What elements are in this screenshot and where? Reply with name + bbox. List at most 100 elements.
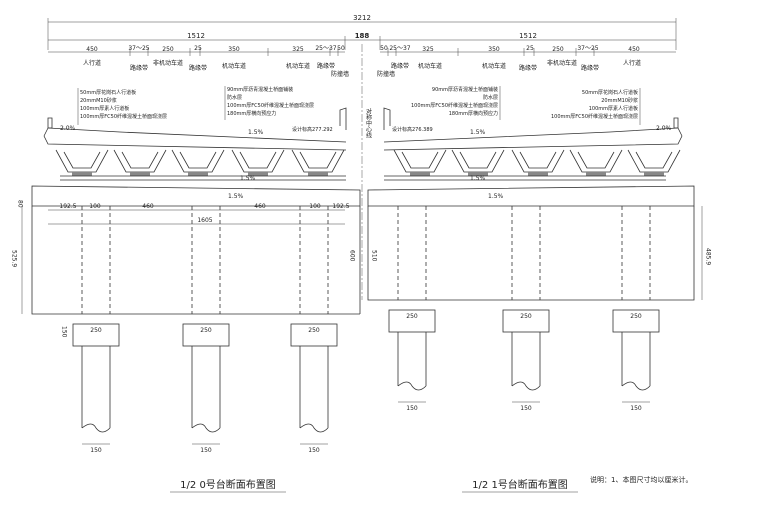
- slope-right-walk: 2.0%: [656, 125, 672, 132]
- pile-cap-width: 250: [406, 313, 418, 320]
- dim-right-seg-2: 25～37: [389, 45, 410, 52]
- center-height: 600: [349, 250, 356, 262]
- title-right: 1/2 1号台断面布置图: [472, 478, 568, 491]
- right-abut-height: 510: [371, 250, 378, 262]
- pile-cap-width: 250: [200, 327, 212, 334]
- lane-right-1: 防撞墙: [377, 70, 395, 78]
- dim-left-seg-6: 325: [292, 46, 304, 53]
- bearing-pad: [468, 172, 488, 176]
- title-left: 1/2 0号台断面布置图: [180, 478, 276, 491]
- pile-cap-width: 250: [90, 327, 102, 334]
- pile-cap: [72, 323, 120, 347]
- pile-cap: [612, 309, 660, 333]
- pile-diameter: 150: [406, 405, 418, 412]
- dim-right-seg-5: 25: [526, 45, 534, 52]
- lane-right-7: 路缘带: [581, 64, 599, 72]
- pile-diameter: 150: [90, 447, 102, 454]
- left-note-b-3: 100mm厚FC50纤维混凝土桥面现浇层: [227, 102, 314, 109]
- dim-right-seg-6: 250: [552, 46, 564, 53]
- general-note: 说明：1、本图尺寸均以厘米计。: [590, 475, 692, 484]
- cap-dim-2: 100: [89, 203, 101, 210]
- box-girder: [113, 149, 167, 173]
- pile-diameter: 150: [200, 447, 212, 454]
- pile-cap: [502, 309, 550, 333]
- dim-left-seg-8: 50: [337, 45, 345, 52]
- lane-right-3: 机动车道: [418, 62, 442, 70]
- pile-diameter: 150: [520, 405, 532, 412]
- slope-cap-left: 1.5%: [228, 193, 244, 200]
- bearing-line: 1.5% 1.5%: [60, 175, 666, 182]
- right-note-b-3: 100mm厚素人行道板: [589, 105, 638, 112]
- pile-diameter: 150: [308, 447, 320, 454]
- dim-half-right: 1512: [519, 32, 537, 40]
- box-girder: [393, 149, 447, 173]
- left-note-b-1: 90mm厚沥青混凝土桥面铺装: [227, 86, 293, 93]
- right-note-b-4: 100mm厚FC50纤维混凝土桥面现浇层: [551, 113, 638, 120]
- right-note-a-3: 100mm厚FC50纤维混凝土桥面现浇层: [411, 102, 498, 109]
- bearing-pad: [308, 172, 328, 176]
- box-girder: [451, 149, 505, 173]
- dim-right-seg-4: 350: [488, 46, 500, 53]
- box-girder: [511, 149, 565, 173]
- right-abutment: 1.5% 510 485.9: [367, 185, 712, 301]
- lane-left-2: 路缘带: [130, 64, 148, 72]
- lane-left-4: 路缘带: [189, 64, 207, 72]
- pile-shaft: [81, 346, 111, 433]
- lane-right-5: 路缘带: [519, 64, 537, 72]
- cap-dim-4: 460: [254, 203, 266, 210]
- pile-shaft: [621, 332, 651, 391]
- centerline-label: 对称中心线: [365, 107, 372, 138]
- lane-labels: 人行道 路缘带 非机动车道 路缘带 机动车道 机动车道 路缘带 防撞墙 防撞墙 …: [83, 59, 641, 78]
- left-note-a-2: 20mmM10砂浆: [80, 97, 117, 104]
- left-note-b-4: 180mm厚横向预应力: [227, 110, 276, 117]
- cap-dim-3: 460: [142, 203, 154, 210]
- lane-right-2: 路缘带: [391, 62, 409, 70]
- slope-cap-right: 1.5%: [488, 193, 504, 200]
- box-girder: [231, 149, 285, 173]
- pile-cap: [182, 323, 230, 347]
- pile-shaft: [299, 346, 329, 433]
- drawing-titles: 1/2 0号台断面布置图 1/2 1号台断面布置图 说明：1、本图尺寸均以厘米计…: [170, 475, 692, 493]
- overall-dimensions: 3212 1512 188 1512 450 37～25 250 25 350 …: [47, 14, 677, 56]
- box-girder: [291, 149, 345, 173]
- pile-shaft: [397, 332, 427, 391]
- box-girder: [171, 149, 225, 173]
- slope-left-walk: 2.0%: [60, 125, 76, 132]
- left-note-b-2: 防水层: [227, 94, 242, 101]
- pile-cap: [290, 323, 338, 347]
- bearing-pad: [248, 172, 268, 176]
- pile-diameter: 150: [630, 405, 642, 412]
- right-side-height: 485.9: [705, 248, 712, 265]
- lane-left-1: 人行道: [83, 59, 101, 67]
- left-note-a-3: 100mm厚素人行道板: [80, 105, 129, 112]
- dim-right-seg-3: 325: [422, 46, 434, 53]
- slope-right-road: 1.5%: [470, 129, 486, 136]
- lane-left-8: 防撞墙: [331, 70, 349, 78]
- layer-notes: 50mm厚花岗石人行道板 20mmM10砂浆 100mm厚素人行道板 100mm…: [77, 86, 641, 133]
- cap-dim-6: 192.5: [332, 203, 349, 210]
- lane-left-7: 路缘带: [317, 62, 335, 70]
- cap-dim-1: 192.5: [59, 203, 76, 210]
- pile-cap: [388, 309, 436, 333]
- bearing-pad: [188, 172, 208, 176]
- dim-median: 188: [355, 32, 370, 40]
- dim-left-seg-2: 37～25: [128, 45, 149, 52]
- dim-total: 3212: [353, 14, 371, 22]
- deck-superstructure: 2.0% 1.5% 1.5% 2.0%: [43, 107, 683, 151]
- bearing-pad: [410, 172, 430, 176]
- cap-height: 80: [17, 200, 24, 208]
- right-note-b-1: 50mm厚花岗石人行道板: [582, 89, 638, 96]
- design-elev-left: 设计标高277.292: [292, 126, 333, 133]
- right-note-a-2: 防水层: [483, 94, 498, 101]
- dim-right-seg-8: 450: [628, 46, 640, 53]
- pile-cap-width: 250: [520, 313, 532, 320]
- bearing-pad: [586, 172, 606, 176]
- pile-shaft: [191, 346, 221, 433]
- slope-deck-right: 1.5%: [470, 175, 486, 182]
- lane-left-3: 非机动车道: [153, 59, 183, 67]
- lane-left-6: 机动车道: [286, 62, 310, 70]
- dim-right-seg-1: 50: [380, 45, 388, 52]
- box-girder: [627, 149, 681, 173]
- box-girder: [569, 149, 623, 173]
